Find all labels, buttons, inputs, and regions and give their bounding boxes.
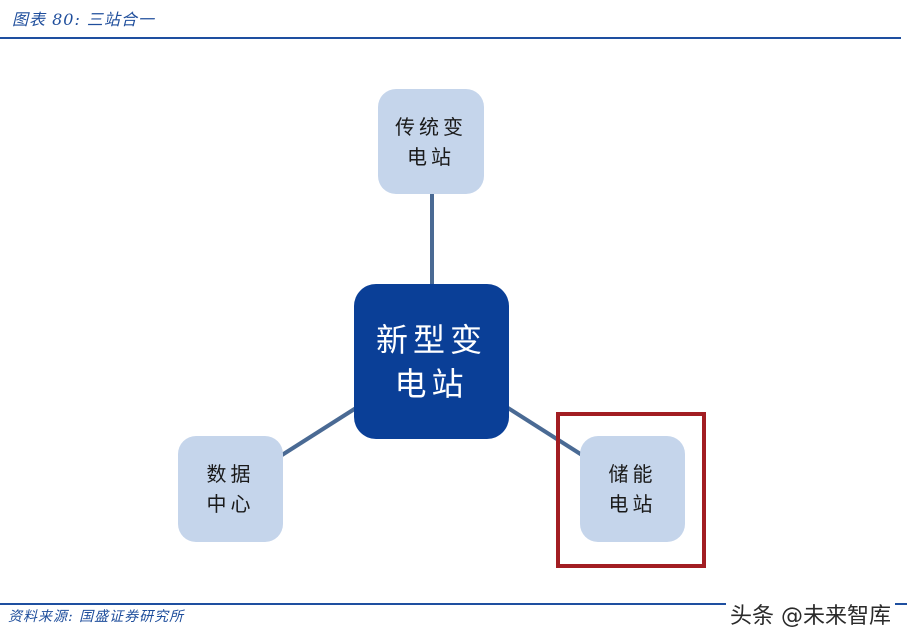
footer-divider: [0, 603, 907, 605]
node-data-center: 数据 中心: [178, 436, 283, 542]
center-label-line2: 电站: [394, 364, 469, 403]
node-traditional-substation: 传统变 电站: [378, 89, 484, 194]
node-energy-storage-station: 储能 电站: [580, 436, 685, 542]
node-label-line2: 中心: [206, 492, 255, 516]
node-label-line2: 电站: [407, 144, 455, 169]
watermark: 头条 @未来智库: [726, 598, 895, 630]
node-label-line1: 传统变: [395, 114, 467, 139]
node-new-substation: 新型变 电站: [354, 284, 509, 439]
node-label-line1: 数据: [206, 462, 255, 486]
source-note: 资料来源: 国盛证券研究所: [8, 609, 185, 625]
node-label-line2: 电站: [608, 492, 657, 516]
link-right: [506, 406, 584, 457]
center-label-line1: 新型变: [375, 320, 487, 359]
highlight-box: [556, 412, 706, 568]
header-divider: [0, 37, 901, 39]
link-left: [280, 406, 358, 457]
figure-title: 图表 80: 三站合一: [12, 10, 155, 29]
node-label-line1: 储能: [608, 462, 657, 486]
